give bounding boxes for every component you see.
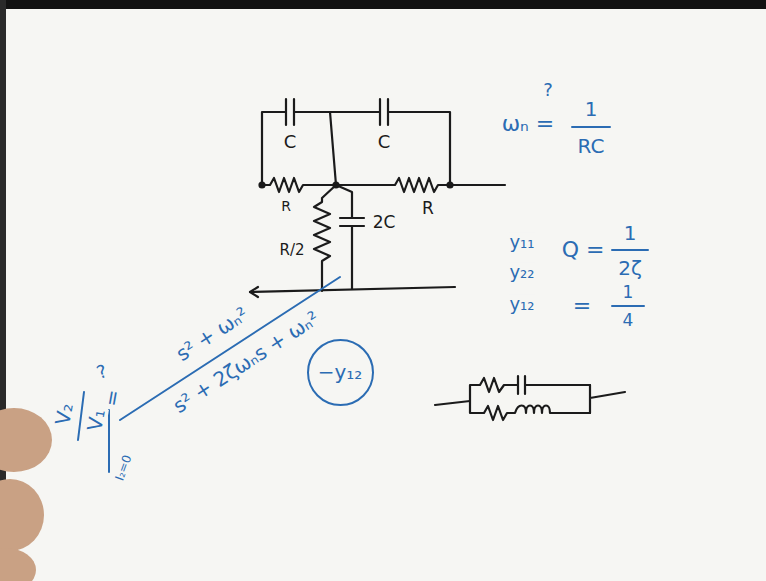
question-mark: ? [93,361,111,384]
drawing-stroke [260,183,265,188]
math-label: 1 [584,98,599,120]
drawing-stroke [314,185,336,291]
math-label: ωₙ = [501,112,556,136]
question-mark: ? [542,80,554,100]
drawing-stroke [572,126,610,128]
parameter-label: y₂₂ [508,262,535,282]
drawing-stroke [388,112,450,185]
drawing-stroke [470,401,590,420]
math-label: RC [577,135,606,157]
math-label: 1 [622,283,635,302]
drawing-stroke [286,99,294,125]
drawing-stroke [78,392,84,440]
drawing-stroke [262,178,505,192]
drawing-stroke [330,112,336,185]
drawing-stroke [78,127,648,472]
component-label: C [377,132,392,152]
drawing-stroke [250,99,625,420]
drawing-stroke [590,385,625,413]
term-text: −y₁₂ [318,361,363,383]
drawing-stroke [0,0,766,9]
math-label: = [572,294,592,318]
drawing-stroke [612,249,648,251]
math-label: 4 [622,311,635,330]
component-label: R [280,199,292,214]
component-label: R [421,199,435,218]
drawing-stroke [435,401,470,405]
math-label: Q = [561,238,606,262]
parameter-label: y₁₂ [508,294,535,314]
drawing-stroke [0,479,44,551]
math-label: I₂=0 [113,453,135,484]
drawing-stroke [612,305,644,307]
drawing-stroke [294,111,380,113]
math-label: 2ζ [617,257,643,279]
drawing-stroke [0,408,52,472]
math-label: = [100,387,125,409]
parameter-label: y₁₁ [508,232,535,252]
component-label: C [283,132,298,152]
drawing-stroke [470,376,590,401]
circled-term: −y₁₂ [307,339,374,406]
math-label: V₁ [83,406,109,433]
drawing-stroke [448,183,453,188]
drawing-stroke [0,548,36,581]
math-label: V₂ [51,400,77,427]
component-label: R/2 [278,242,305,259]
drawing-stroke [336,185,364,289]
component-label: 2C [372,213,397,232]
drawing-stroke [108,410,110,472]
math-label: 1 [623,222,638,244]
drawing-stroke [0,408,52,581]
drawing-stroke [120,277,340,420]
drawing-stroke [250,287,258,297]
drawing-stroke [250,287,455,292]
drawing-stroke [380,99,388,125]
